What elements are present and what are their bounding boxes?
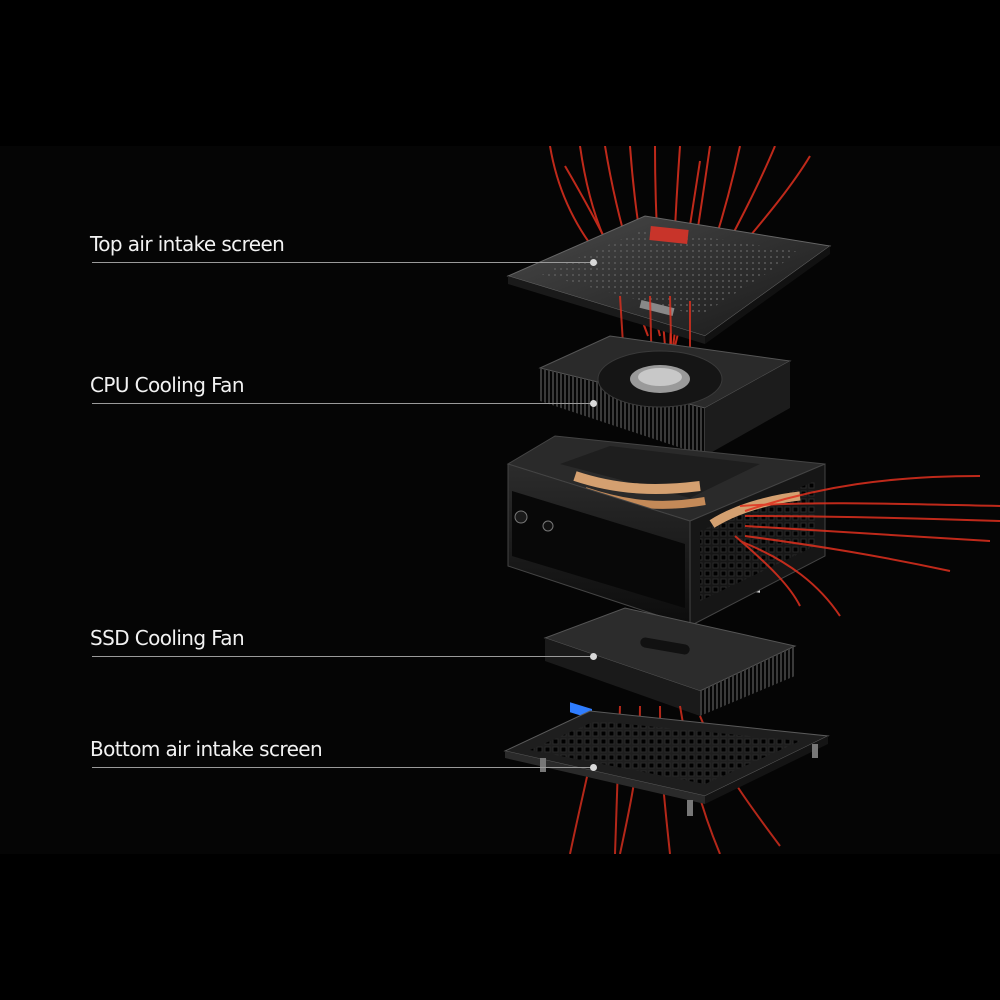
leader-line xyxy=(92,767,592,768)
callout-ssd-cooling-fan: SSD Cooling Fan xyxy=(0,626,620,666)
callout-label: CPU Cooling Fan xyxy=(90,373,245,397)
exploded-view-panel xyxy=(0,146,1000,854)
callout-cpu-cooling-fan: CPU Cooling Fan xyxy=(0,373,620,413)
top-lid xyxy=(506,215,832,344)
leader-dot xyxy=(590,764,597,771)
bottom-plate xyxy=(503,710,830,816)
leader-line xyxy=(92,403,592,404)
callout-bottom-air-intake-screen: Bottom air intake screen xyxy=(0,737,620,777)
audio-jack-icon xyxy=(542,520,554,532)
ssd-fan-module xyxy=(543,607,797,716)
leader-line xyxy=(92,262,592,263)
main-chassis xyxy=(506,435,826,765)
leader-line xyxy=(92,656,592,657)
callout-label: SSD Cooling Fan xyxy=(90,626,245,650)
callout-top-air-intake-screen: Top air intake screen xyxy=(0,232,620,272)
side-airflow-lines xyxy=(734,475,1000,617)
leader-dot xyxy=(590,259,597,266)
callout-label: Bottom air intake screen xyxy=(90,737,323,761)
mini-pc-exploded-illustration xyxy=(503,146,1000,854)
power-button-icon xyxy=(514,510,528,524)
callout-label: Top air intake screen xyxy=(90,232,285,256)
leader-dot xyxy=(590,653,597,660)
cpu-fan-module xyxy=(538,335,792,456)
leader-dot xyxy=(590,400,597,407)
